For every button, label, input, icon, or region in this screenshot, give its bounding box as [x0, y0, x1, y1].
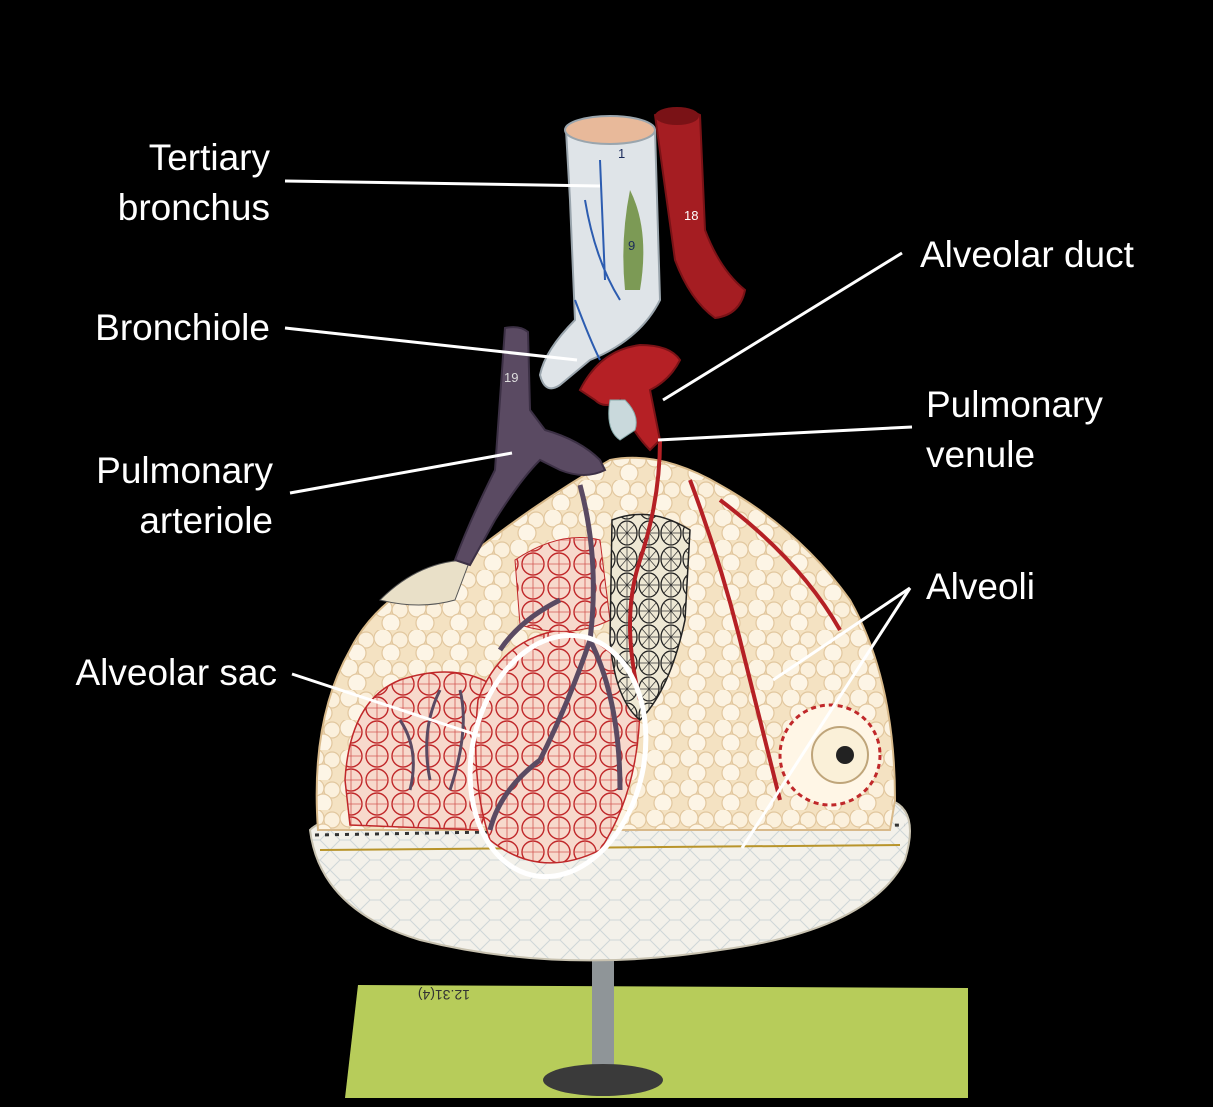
label-tertiary-bronchus-line1: Tertiary: [148, 137, 270, 178]
leader-alveoli-1: [772, 586, 911, 682]
vein-number: 18: [684, 208, 698, 223]
stand-rod: [592, 950, 614, 1070]
bronchus-number: 1: [618, 146, 625, 161]
stand-foot: [543, 1064, 663, 1096]
label-alveolar-sac: Alveolar sac: [75, 652, 277, 693]
base-yellow-band: [319, 844, 901, 851]
label-tertiary-bronchus: Tertiary bronchus: [60, 133, 270, 233]
arteriole-branches-left: [398, 689, 465, 791]
vein-opening: [655, 107, 699, 125]
alveolus-lumen: [836, 746, 854, 764]
bronchus-blue-vessels: [574, 159, 621, 361]
alveolar-sac-outline: [467, 632, 649, 880]
label-pulmonary-venule: Pulmonary venule: [926, 380, 1103, 480]
label-tertiary-bronchus-line2: bronchus: [117, 187, 270, 228]
leader-pulmonary-arteriole: [289, 451, 513, 495]
label-pulmonary-arteriole-line2: arteriole: [139, 500, 273, 541]
label-alveoli: Alveoli: [926, 566, 1035, 607]
bronchus-smooth-muscle: [623, 190, 644, 290]
label-pulmonary-arteriole: Pulmonary arteriole: [40, 446, 273, 546]
leader-pulmonary-venule: [657, 425, 913, 442]
leader-tertiary-bronchus: [284, 179, 601, 188]
leader-alveolar-duct: [662, 251, 903, 402]
alveolar-duct-tube: [608, 399, 637, 441]
label-pulmonary-arteriole-line1: Pulmonary: [96, 450, 273, 491]
stand-plate: [345, 985, 968, 1098]
bronchus-opening: [564, 115, 656, 145]
leader-bronchiole: [284, 326, 578, 362]
leader-alveoli-2: [740, 587, 912, 849]
arteriole-number: 19: [504, 370, 518, 385]
model-tag-text: 12.31(4): [418, 987, 470, 1003]
label-pulmonary-venule-line1: Pulmonary: [926, 384, 1103, 425]
leader-alveolar-sac: [291, 672, 481, 738]
label-pulmonary-venule-line2: venule: [926, 434, 1036, 475]
pulmonary-vein: [653, 109, 747, 320]
pulmonary-arteriole: [453, 326, 607, 567]
label-alveolar-duct: Alveolar duct: [920, 234, 1134, 275]
venule-branches: [628, 439, 842, 801]
muscle-number: 9: [628, 238, 635, 253]
label-bronchiole: Bronchiole: [95, 307, 270, 348]
